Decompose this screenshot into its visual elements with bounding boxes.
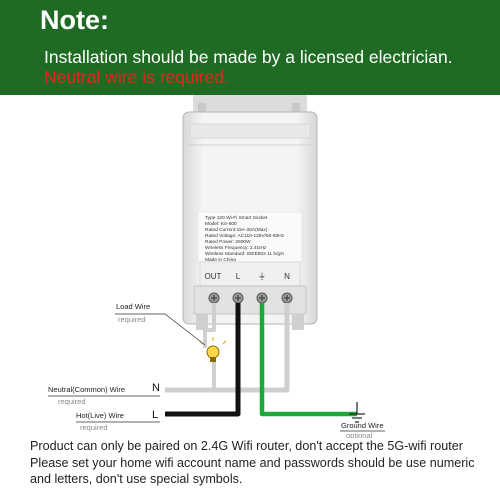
- ground-wire: [259, 303, 357, 417]
- hot-wire-sub: required: [80, 423, 108, 432]
- device-label-plate: [197, 211, 303, 263]
- terminal-label-neutral: N: [284, 272, 290, 281]
- hot-letter: L: [152, 409, 158, 421]
- note-title: Note:: [40, 5, 109, 35]
- hot-wire-label: Hot(Live) Wire: [76, 411, 124, 420]
- neutral-wire-sub: required: [58, 397, 86, 406]
- instruction-line: Please set your home wifi account name a…: [30, 455, 475, 470]
- device-spec-line: Model: KS-600: [205, 221, 237, 227]
- ground-symbol-icon: [349, 402, 365, 423]
- device-spec-line: Wireless Frequency: 2.4GHz: [205, 245, 267, 251]
- terminal-screws: [208, 292, 293, 304]
- light-bulb-icon: [199, 337, 227, 362]
- load-wire-top: [203, 303, 216, 348]
- device-spec-line: Rated Power: 2600W: [205, 239, 251, 245]
- terminal-label-line: L: [236, 272, 241, 281]
- terminal-label-strip: [199, 261, 301, 287]
- terminal-label-out: OUT: [205, 272, 222, 281]
- smart-switch-device: [182, 95, 318, 330]
- note-neutral-warning: Neutral wire is required.: [44, 67, 229, 87]
- ground-wire-label: Ground Wire: [341, 421, 384, 430]
- neutral-letter: N: [152, 382, 160, 394]
- load-wire-sub: required: [118, 315, 146, 324]
- device-spec-line: Type 120 Wi-Fi Smart Socket: [205, 215, 268, 221]
- note-electrician-text: Installation should be made by a license…: [44, 47, 453, 67]
- pairing-instructions: Product can only be paired on 2.4G Wifi …: [30, 438, 495, 488]
- instruction-line: and letters, don't use special symbols.: [30, 472, 243, 486]
- device-spec-line: Wireless Standard: IEEE802.11 b/g/n: [205, 251, 284, 257]
- note-banner: Note: Installation should be made by a l…: [0, 0, 500, 95]
- load-wire-label: Load Wire: [116, 302, 150, 311]
- device-spec-line: Made in China: [205, 257, 236, 263]
- wiring-diagram: Type 120 Wi-Fi Smart Socket Model: KS-60…: [48, 95, 385, 438]
- device-spec-line: Rated Voltage: AC110-125V/50-60Hz: [205, 233, 285, 239]
- neutral-wire: [165, 303, 290, 393]
- instruction-line: Product can only be paired on 2.4G Wifi …: [30, 439, 463, 453]
- terminal-label-ground: ⏚: [258, 272, 266, 281]
- neutral-wire-label: Neutral(Common) Wire: [48, 385, 125, 394]
- hot-wire: [165, 303, 241, 417]
- device-spec-line: Rated Current:15A-20A(Max): [205, 227, 268, 233]
- ground-wire-sub: optional: [346, 431, 373, 438]
